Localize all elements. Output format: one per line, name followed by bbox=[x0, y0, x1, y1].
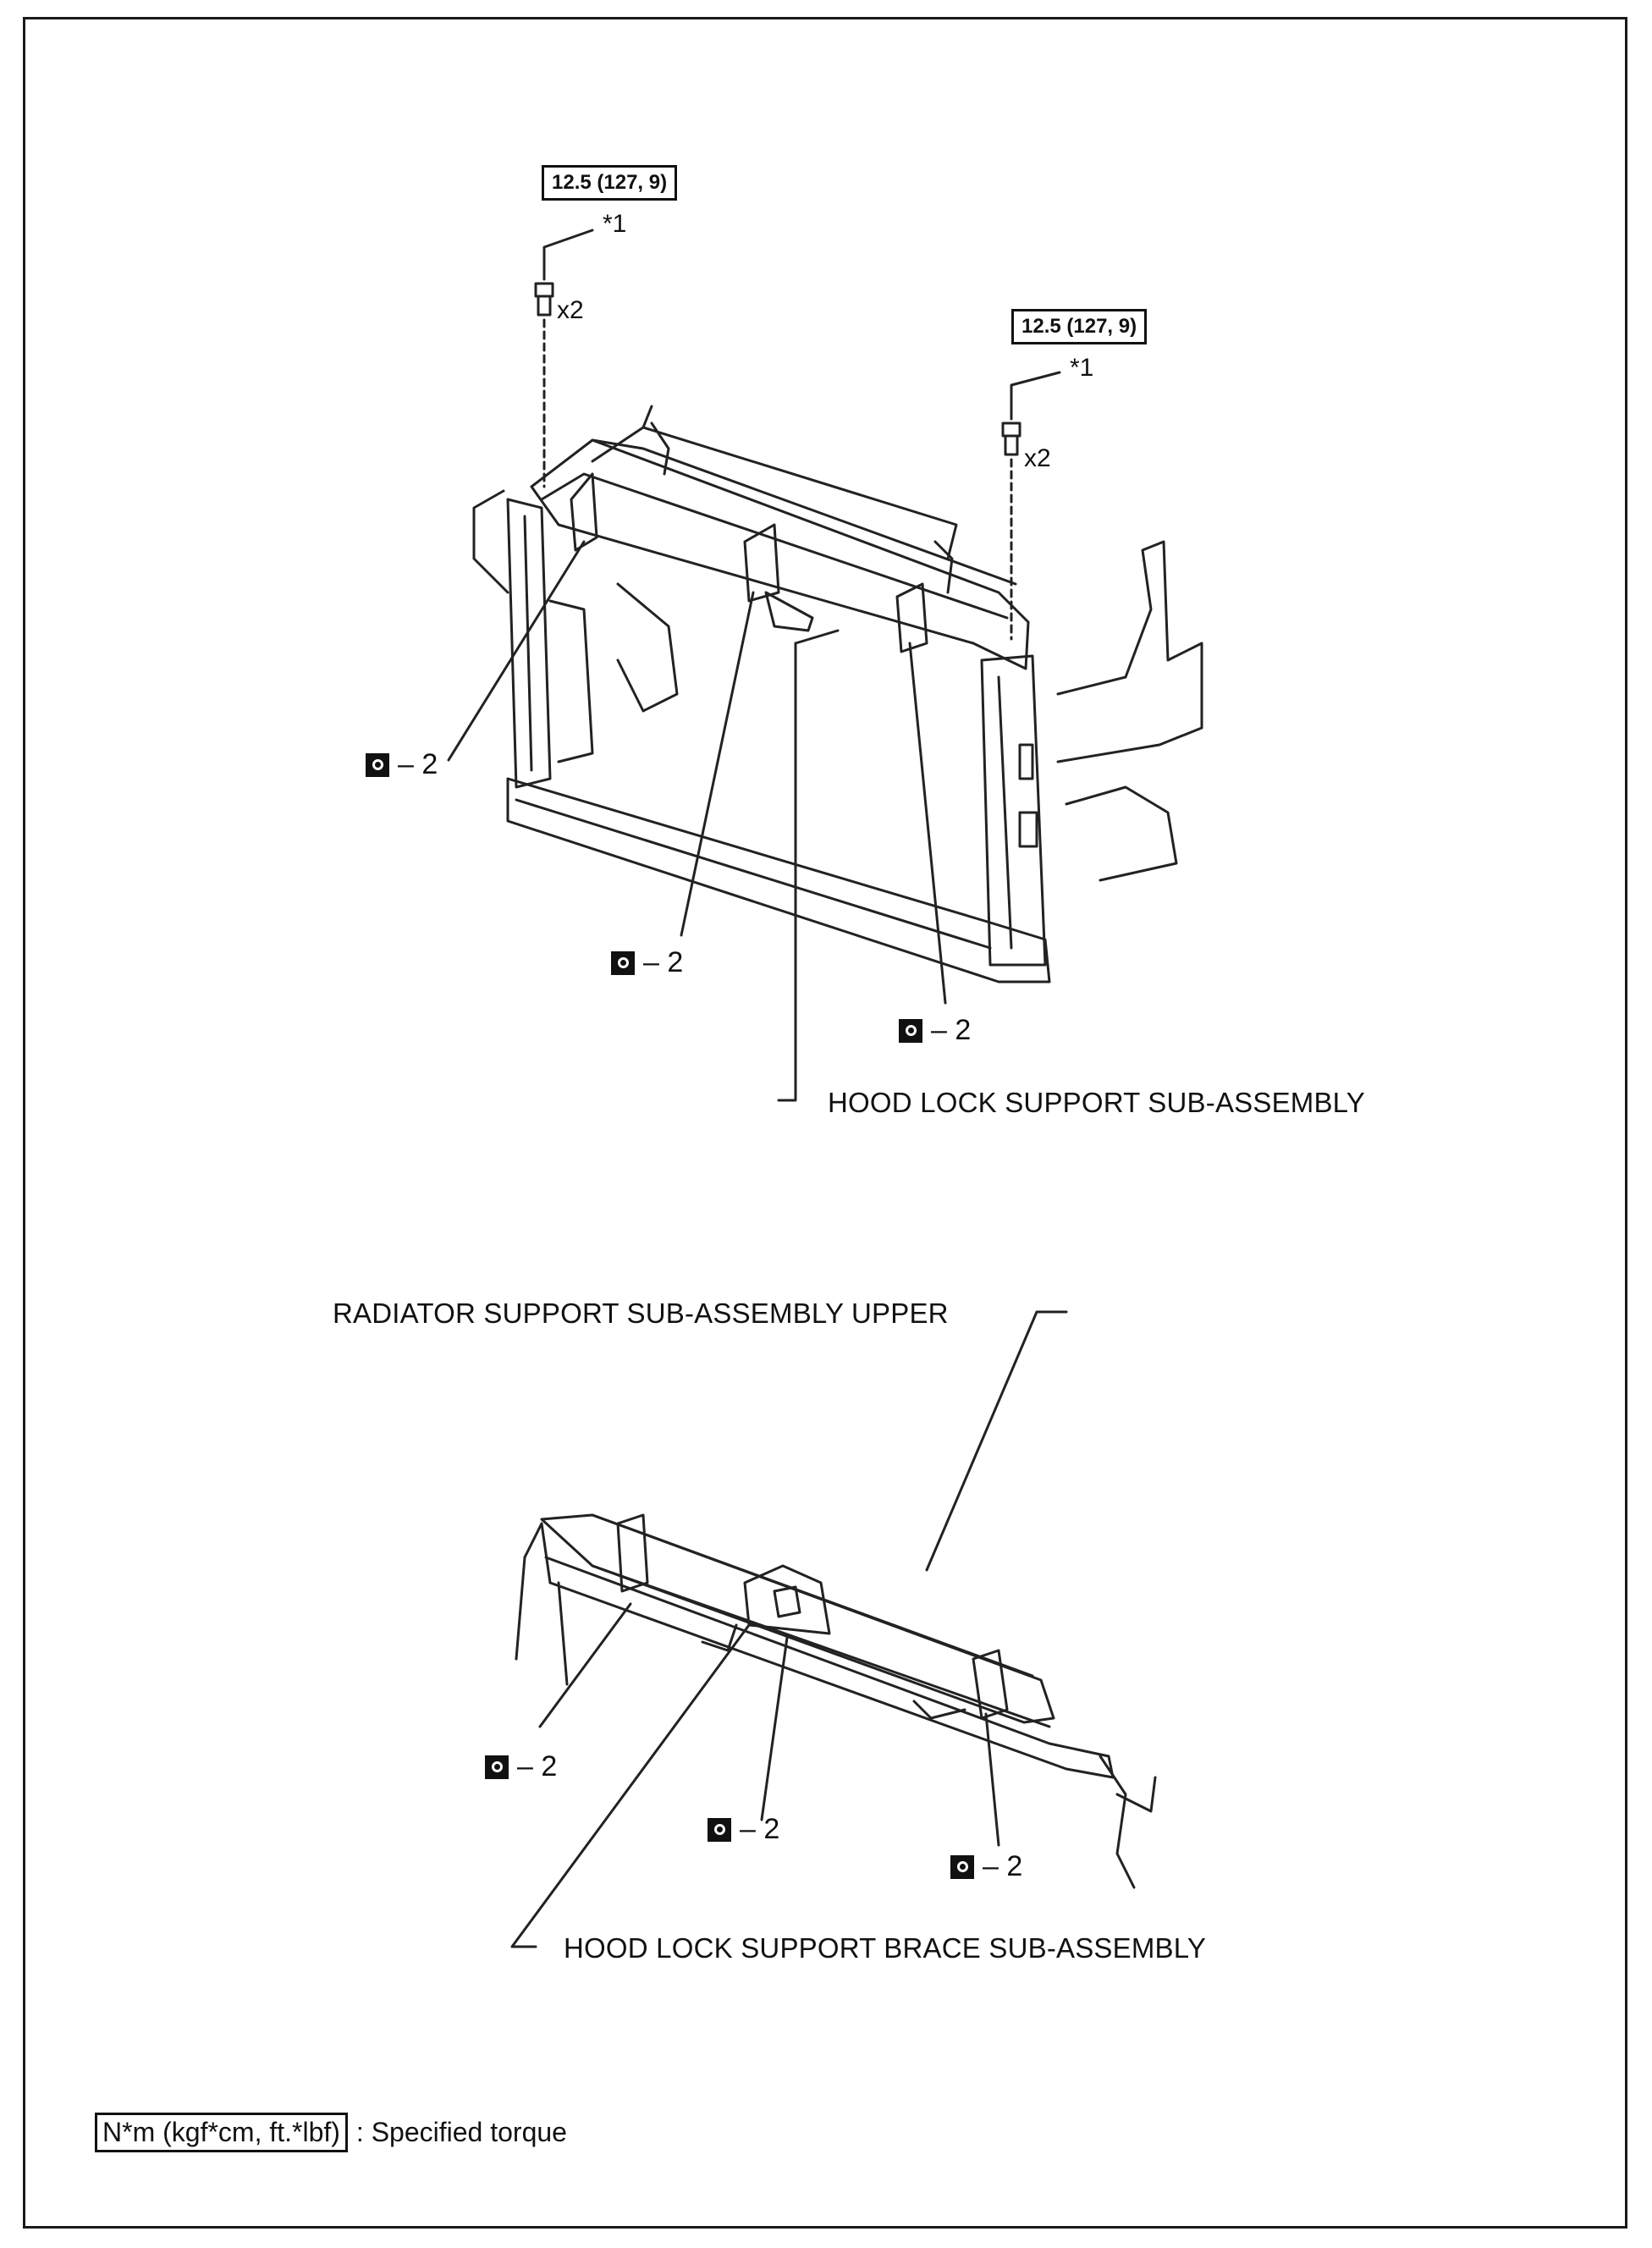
bolt-icon bbox=[534, 282, 554, 317]
radiator-support-frame-top bbox=[472, 405, 1203, 984]
callout-1: *1 bbox=[603, 210, 627, 238]
label-hood-lock-support-brace: HOOD LOCK SUPPORT BRACE SUB-ASSEMBLY bbox=[564, 1932, 1207, 1964]
nut-quantity: – 2 bbox=[740, 1813, 780, 1845]
bolt-quantity: x2 bbox=[1024, 444, 1051, 472]
nut-icon bbox=[950, 1854, 974, 1879]
label-hood-lock-support: HOOD LOCK SUPPORT SUB-ASSEMBLY bbox=[828, 1087, 1365, 1118]
bolt-quantity: x2 bbox=[557, 296, 584, 324]
nut-quantity: – 2 bbox=[931, 1014, 972, 1046]
torque-legend-text: : Specified torque bbox=[355, 2117, 567, 2147]
torque-legend: N*m (kgf*cm, ft.*lbf) : Specified torque bbox=[95, 2113, 567, 2152]
torque-unit-box: N*m (kgf*cm, ft.*lbf) bbox=[95, 2113, 348, 2152]
label-radiator-support-upper: RADIATOR SUPPORT SUB-ASSEMBLY UPPER bbox=[333, 1298, 949, 1329]
nut-quantity: – 2 bbox=[643, 946, 684, 978]
nut-icon bbox=[485, 1755, 509, 1779]
nut-icon bbox=[611, 950, 635, 975]
nut-marker: – 2 bbox=[708, 1813, 779, 1846]
nut-marker: – 2 bbox=[899, 1014, 971, 1047]
nut-quantity: – 2 bbox=[398, 748, 438, 780]
torque-spec-box: 12.5 (127, 9) bbox=[542, 165, 678, 201]
nut-marker: – 2 bbox=[611, 946, 683, 979]
diagram-frame bbox=[23, 17, 1627, 2229]
nut-icon bbox=[708, 1817, 731, 1842]
torque-spec-box: 12.5 (127, 9) bbox=[1011, 309, 1148, 344]
nut-marker: – 2 bbox=[950, 1850, 1022, 1883]
nut-quantity: – 2 bbox=[983, 1850, 1023, 1882]
nut-quantity: – 2 bbox=[517, 1750, 558, 1782]
callout-1: *1 bbox=[1070, 354, 1094, 382]
nut-icon bbox=[366, 752, 389, 777]
nut-marker: – 2 bbox=[366, 748, 438, 781]
nut-marker: – 2 bbox=[485, 1750, 557, 1783]
nut-icon bbox=[899, 1018, 922, 1043]
bolt-icon bbox=[1001, 422, 1021, 456]
radiator-support-frame-bottom bbox=[515, 1513, 1157, 1889]
